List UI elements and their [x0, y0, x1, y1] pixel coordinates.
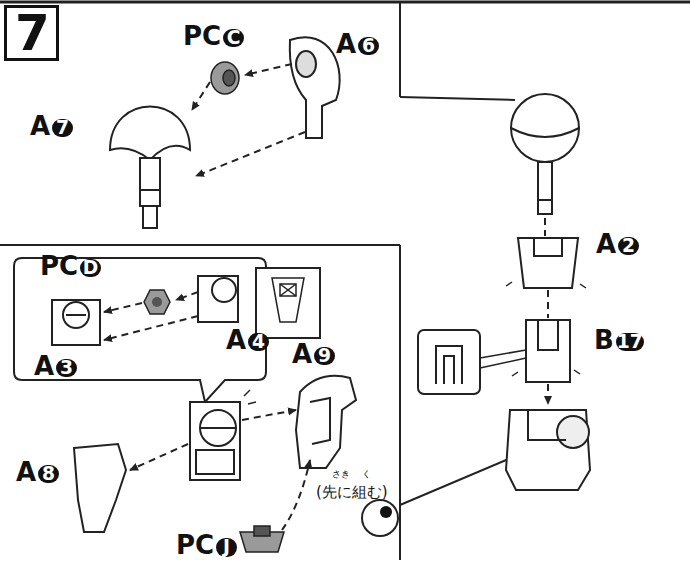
part-number: PCJ	[176, 531, 237, 560]
part-number: A2	[596, 230, 639, 259]
part-number: A7	[30, 112, 73, 141]
part-number: PCD	[40, 252, 101, 281]
step-number: 7	[15, 8, 56, 58]
step-number-box: 7	[4, 5, 59, 61]
assembly-note: (先に組む)	[316, 484, 388, 501]
part-number: A3	[34, 352, 77, 381]
part-number: PCC	[183, 22, 244, 51]
part-number: A8	[16, 458, 59, 487]
part-number: A4	[226, 326, 269, 355]
furigana: さき	[332, 470, 350, 480]
part-number: A9	[292, 340, 335, 369]
furigana: く	[362, 470, 371, 480]
part-number: B17	[594, 326, 644, 355]
part-number: A6	[336, 30, 379, 59]
